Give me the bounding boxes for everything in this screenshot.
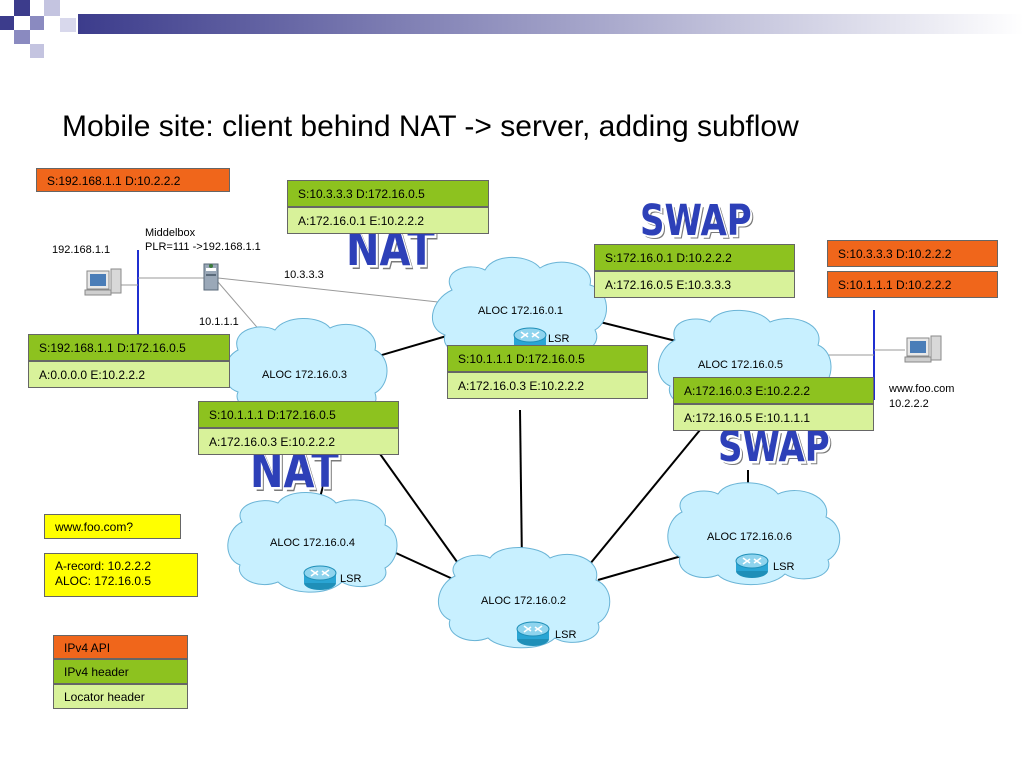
dns-answer-box: A-record: 10.2.2.2 ALOC: 172.16.0.5 xyxy=(44,553,198,597)
packet-header-box: S:192.168.1.1 D:172.16.0.5 xyxy=(28,334,230,361)
locator-header-box: A:172.16.0.5 E:10.3.3.3 xyxy=(594,271,795,298)
slide-title: Mobile site: client behind NAT -> server… xyxy=(62,110,799,143)
router-icon xyxy=(735,553,769,579)
packet-header-box: S:10.3.3.3 D:10.2.2.2 xyxy=(827,240,998,267)
router-icon xyxy=(303,565,337,591)
cloud-label: ALOC 172.16.0.4 xyxy=(270,537,356,549)
locator-header-box: A:172.16.0.3 E:10.2.2.2 xyxy=(673,377,874,404)
middlebox-title: Middelbox xyxy=(145,227,196,239)
locator-header-box: A:172.16.0.5 E:10.1.1.1 xyxy=(673,404,874,431)
router-icon xyxy=(516,621,550,647)
client-ip-label: 192.168.1.1 xyxy=(52,244,111,256)
middlebox-plr: PLR=111 ->192.168.1.1 xyxy=(145,241,261,253)
packet-header-box: S:10.3.3.3 D:172.16.0.5 xyxy=(287,180,489,207)
dns-query-box: www.foo.com? xyxy=(44,514,181,539)
locator-header-box: A:172.16.0.3 E:10.2.2.2 xyxy=(198,428,399,455)
cloud-aloc-2 xyxy=(437,547,611,649)
lsr-label: LSR xyxy=(773,561,795,573)
server-computer-icon xyxy=(904,335,942,363)
client-computer-icon xyxy=(84,268,122,296)
lsr-label: LSR xyxy=(548,333,570,345)
dns-answer-arecord: A-record: 10.2.2.2 xyxy=(55,559,152,573)
cloud-label: ALOC 172.16.0.2 xyxy=(481,595,567,607)
swap-wordart: SWAP xyxy=(640,196,752,246)
server-ip-label: 10.2.2.2 xyxy=(889,398,929,410)
cloud-label: ALOC 172.16.0.6 xyxy=(707,531,793,543)
locator-header-box: A:0.0.0.0 E:10.2.2.2 xyxy=(28,361,230,388)
legend-ipv4-api: IPv4 API xyxy=(53,635,188,659)
cloud-aloc-6 xyxy=(667,482,841,586)
link-ip-label: 10.3.3.3 xyxy=(284,269,324,281)
packet-header-box: S:10.1.1.1 D:172.16.0.5 xyxy=(447,345,648,372)
locator-header-box: A:172.16.0.1 E:10.2.2.2 xyxy=(287,207,489,234)
packet-header-box: S:172.16.0.1 D:10.2.2.2 xyxy=(594,244,795,271)
packet-header-box: S:192.168.1.1 D:10.2.2.2 xyxy=(36,168,230,192)
legend-ipv4-header: IPv4 header xyxy=(53,659,188,684)
cloud-label: ALOC 172.16.0.1 xyxy=(478,305,564,317)
packet-header-box: S:10.1.1.1 D:172.16.0.5 xyxy=(198,401,399,428)
middlebox-icon xyxy=(203,263,219,291)
link-ip-label: 10.1.1.1 xyxy=(199,316,239,328)
dns-answer-aloc: ALOC: 172.16.0.5 xyxy=(55,574,152,588)
lsr-label: LSR xyxy=(555,629,577,641)
lsr-label: LSR xyxy=(340,573,362,585)
cloud-aloc-4 xyxy=(227,492,398,593)
locator-header-box: A:172.16.0.3 E:10.2.2.2 xyxy=(447,372,648,399)
packet-header-box: S:10.1.1.1 D:10.2.2.2 xyxy=(827,271,998,298)
cloud-label: ALOC 172.16.0.5 xyxy=(698,359,784,371)
server-name-label: www.foo.com xyxy=(889,383,955,395)
slide-header-bar xyxy=(0,0,1024,58)
legend-locator-header: Locator header xyxy=(53,684,188,709)
cloud-label: ALOC 172.16.0.3 xyxy=(262,369,348,381)
